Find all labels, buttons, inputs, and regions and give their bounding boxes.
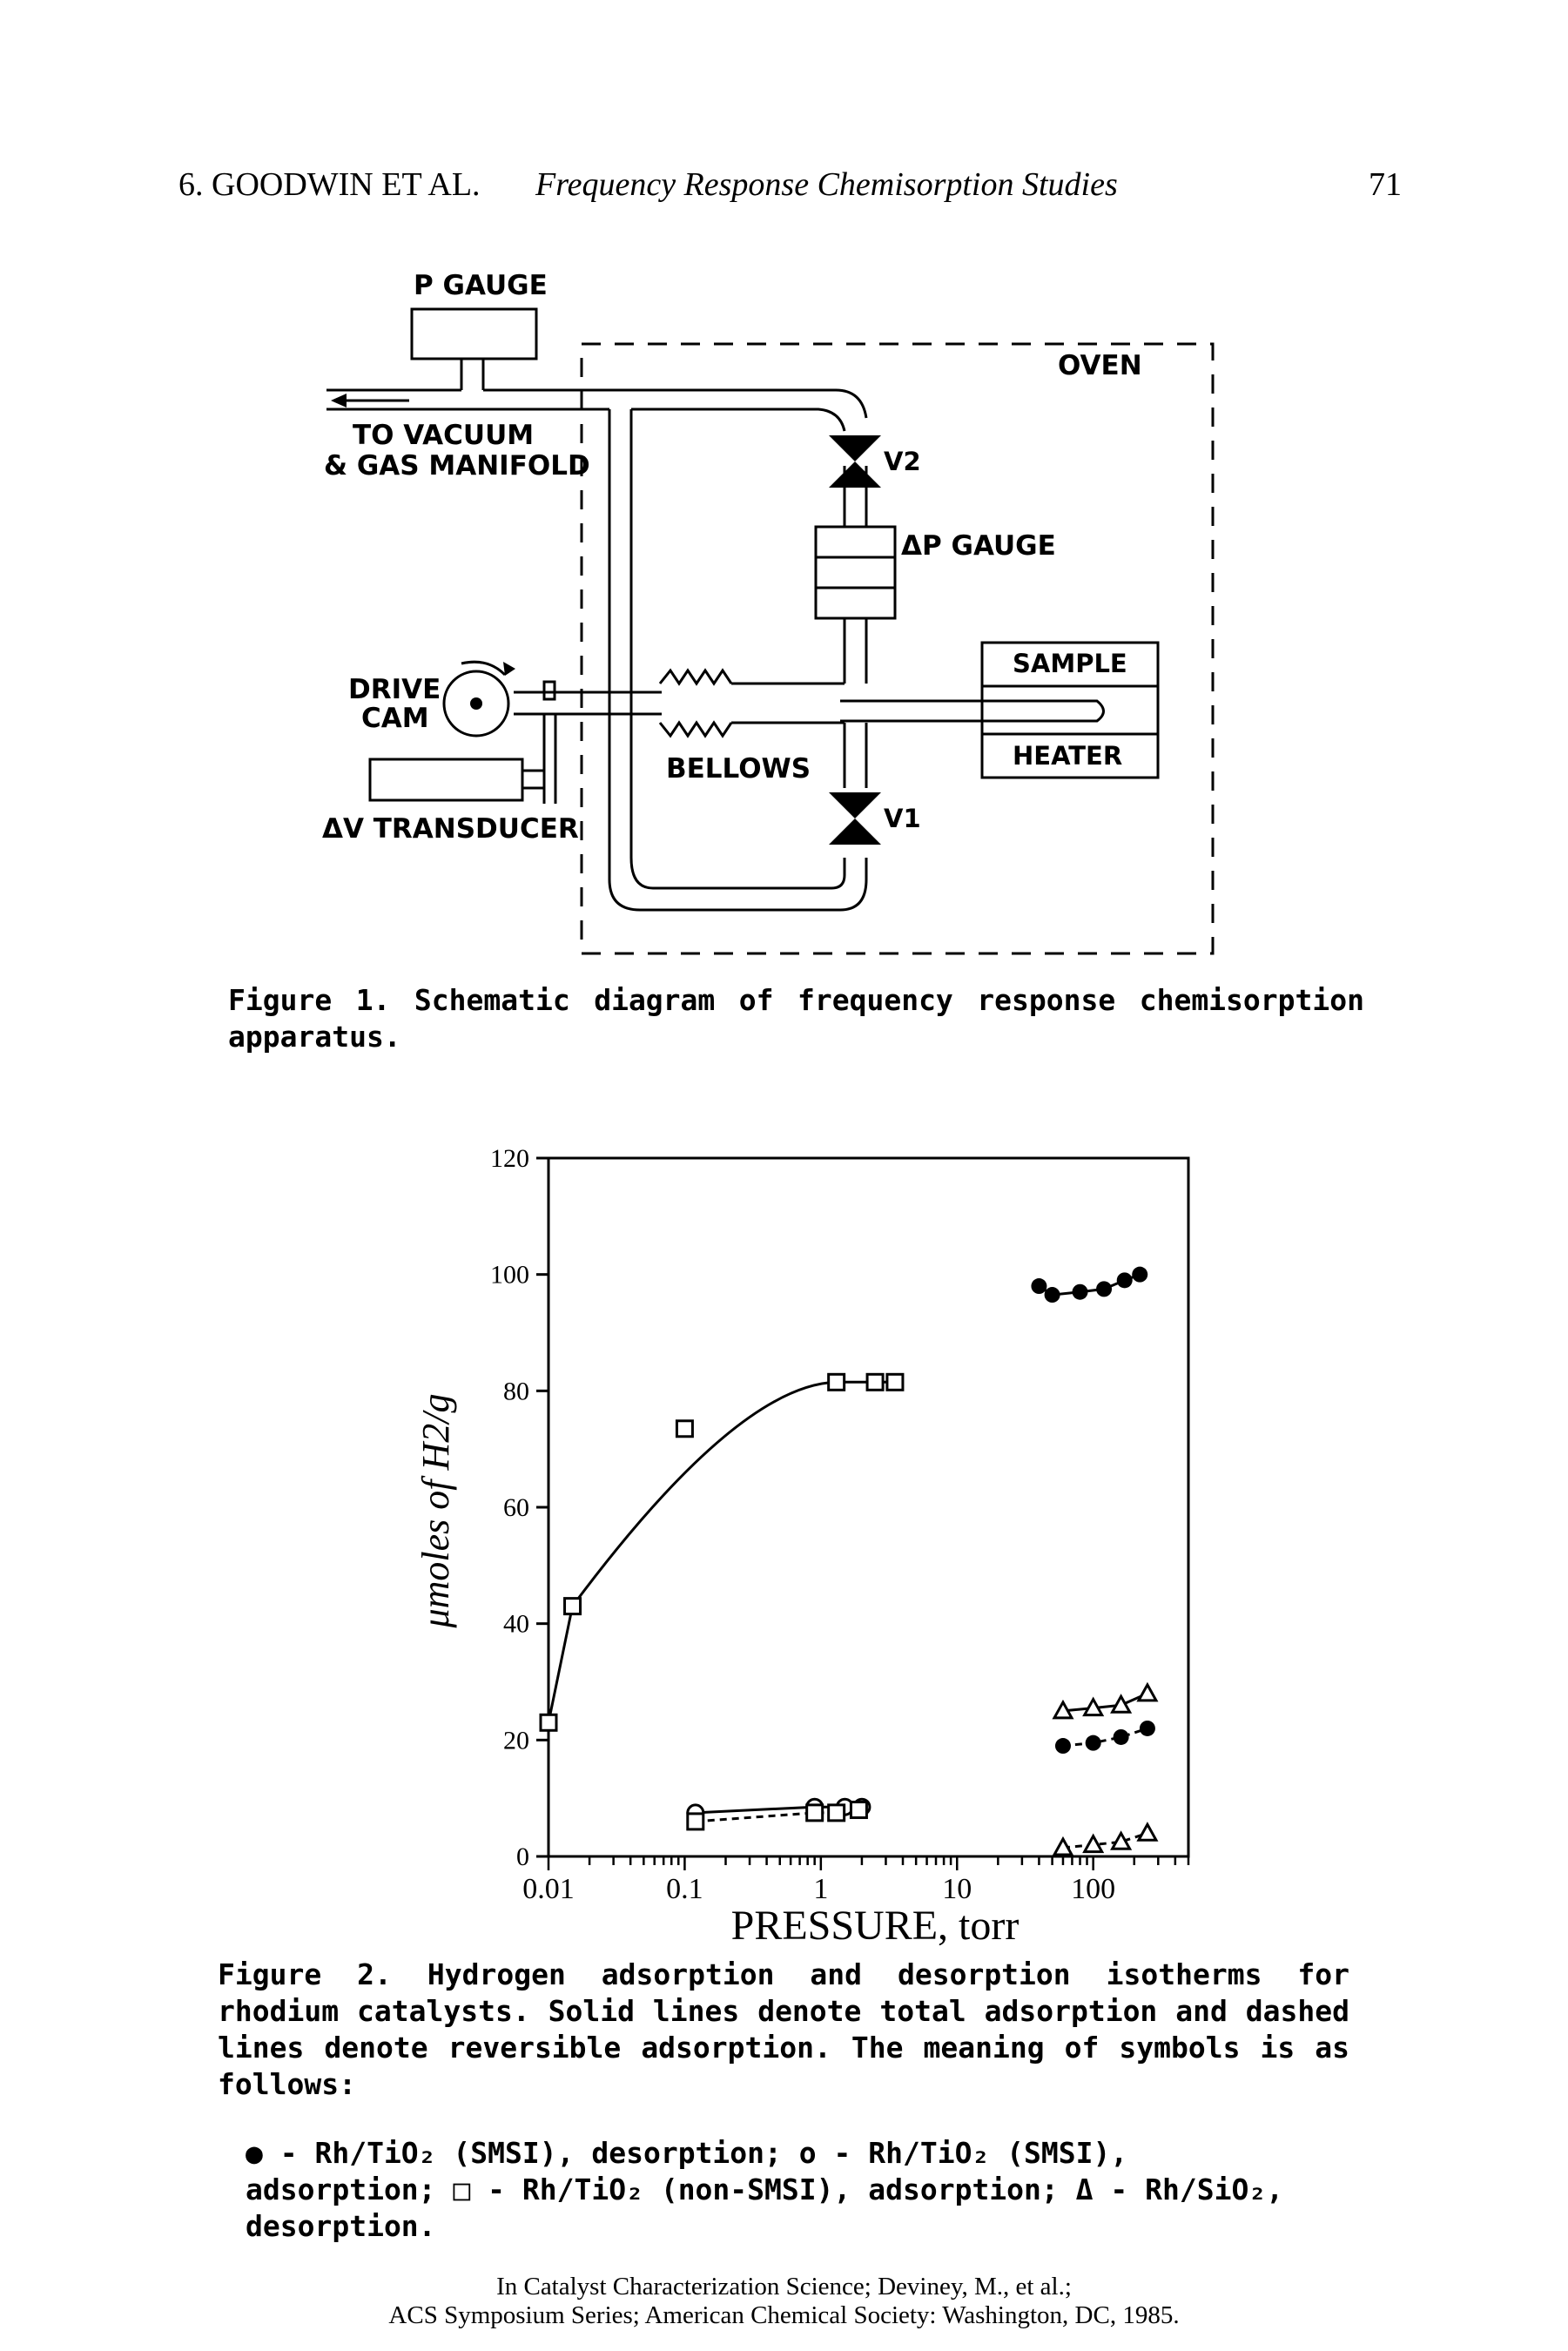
y-tick-label: 60 bbox=[503, 1493, 529, 1522]
y-tick-label: 40 bbox=[503, 1610, 529, 1639]
series-line bbox=[1062, 1692, 1148, 1713]
data-point bbox=[1110, 1830, 1133, 1850]
legend-line: ● - Rh/TiO₂ (SMSI), desorption; o - Rh/T… bbox=[246, 2136, 1128, 2170]
legend-line: desorption. bbox=[246, 2209, 436, 2243]
x-tick-label: 0.01 bbox=[522, 1873, 575, 1905]
data-point bbox=[1085, 1735, 1101, 1751]
data-point bbox=[1072, 1283, 1088, 1300]
label-v1: V1 bbox=[884, 804, 921, 833]
valve-v1 bbox=[829, 792, 881, 818]
x-tick-label: 0.1 bbox=[666, 1873, 703, 1905]
heater-box bbox=[980, 732, 1160, 779]
y-axis-label: μmoles of H2/g bbox=[414, 1394, 457, 1629]
data-point bbox=[1110, 1694, 1133, 1714]
footer-line-1: In Catalyst Characterization Science; De… bbox=[496, 2273, 1072, 2300]
label-drive: DRIVE bbox=[348, 674, 441, 705]
oven-boundary bbox=[580, 342, 1215, 955]
data-point bbox=[1113, 1728, 1129, 1745]
data-point bbox=[1139, 1720, 1155, 1736]
data-point bbox=[865, 1372, 885, 1391]
label-oven: OVEN bbox=[1058, 350, 1142, 381]
legend-line: adsorption; □ - Rh/TiO₂ (non-SMSI), adso… bbox=[246, 2172, 1284, 2206]
dv-transducer-box bbox=[368, 758, 524, 802]
label-to-vacuum: TO VACUUM bbox=[353, 420, 534, 451]
valve-v2 bbox=[829, 435, 881, 461]
data-point bbox=[539, 1713, 558, 1732]
footer-line-2: ACS Symposium Series; American Chemical … bbox=[388, 2301, 1180, 2329]
page-number: 71 bbox=[1369, 166, 1402, 203]
label-dp-gauge: ΔP GAUGE bbox=[901, 530, 1056, 562]
y-tick-label: 80 bbox=[503, 1377, 529, 1405]
data-point bbox=[1132, 1266, 1148, 1283]
data-point bbox=[1096, 1281, 1113, 1297]
label-bellows: BELLOWS bbox=[666, 753, 811, 785]
label-p-gauge: P GAUGE bbox=[414, 270, 548, 301]
y-tick-label: 120 bbox=[490, 1144, 529, 1173]
data-point bbox=[1044, 1287, 1060, 1303]
label-cam: CAM bbox=[361, 703, 429, 734]
data-point bbox=[563, 1597, 582, 1616]
data-point bbox=[686, 1812, 705, 1831]
plot-frame bbox=[547, 1156, 1190, 1858]
citation-footer: In Catalyst Characterization Science; De… bbox=[0, 2273, 1568, 2330]
x-axis-label: PRESSURE, torr bbox=[731, 1903, 1020, 1949]
data-point bbox=[1052, 1699, 1074, 1720]
label-dv-transducer: ΔV TRANSDUCER bbox=[322, 813, 579, 845]
data-point bbox=[805, 1803, 824, 1822]
sample-tube-box bbox=[980, 684, 1160, 736]
data-point bbox=[1082, 1696, 1105, 1717]
series-line bbox=[547, 1380, 895, 1723]
data-point bbox=[849, 1801, 868, 1820]
label-sample: SAMPLE bbox=[1013, 649, 1127, 678]
data-point bbox=[1031, 1278, 1047, 1295]
chapter-title: Frequency Response Chemisorption Studies bbox=[535, 166, 1118, 203]
y-tick-label: 20 bbox=[503, 1726, 529, 1755]
figure2-legend: ● - Rh/TiO₂ (SMSI), desorption; o - Rh/T… bbox=[246, 2135, 1369, 2245]
chapter-author: 6. GOODWIN ET AL. bbox=[178, 166, 481, 203]
data-point bbox=[885, 1372, 905, 1391]
running-head: 6. GOODWIN ET AL. Frequency Response Che… bbox=[178, 165, 1402, 209]
series-line bbox=[1062, 1727, 1148, 1748]
figure1-schematic: P GAUGE OVEN TO VACUUM & GAS MANIFOLD V2… bbox=[322, 270, 1215, 955]
x-tick-label: 1 bbox=[813, 1873, 828, 1905]
figure2-caption: Figure 2. Hydrogen adsorption and desorp… bbox=[218, 1957, 1349, 2101]
data-point bbox=[1082, 1833, 1105, 1854]
p-gauge-box bbox=[410, 307, 538, 360]
data-point bbox=[1136, 1822, 1159, 1842]
data-point bbox=[1116, 1272, 1133, 1289]
data-point bbox=[675, 1419, 694, 1438]
arrow-left-icon bbox=[331, 394, 347, 408]
figure2-chart: 0 20 40 60 80 100 120 0.01 0.1 1 10 100 μmoles of H… bbox=[414, 1144, 1190, 1949]
drive-cam bbox=[442, 670, 510, 738]
figure1-caption: Figure 1. Schematic diagram of frequency… bbox=[228, 983, 1364, 1054]
label-gas-manifold: & GAS MANIFOLD bbox=[324, 450, 590, 482]
label-v2: V2 bbox=[884, 447, 921, 476]
series-line bbox=[1062, 1831, 1148, 1849]
x-tick-label: 10 bbox=[942, 1873, 972, 1905]
data-point bbox=[1054, 1738, 1071, 1755]
y-tick-label: 0 bbox=[516, 1842, 529, 1871]
data-point bbox=[827, 1803, 846, 1822]
label-heater: HEATER bbox=[1013, 741, 1122, 771]
dp-gauge-box bbox=[814, 525, 897, 620]
data-point bbox=[827, 1372, 846, 1391]
data-point bbox=[1136, 1681, 1159, 1702]
data-point bbox=[1052, 1836, 1074, 1856]
x-tick-label: 100 bbox=[1071, 1873, 1115, 1905]
y-tick-label: 100 bbox=[490, 1261, 529, 1290]
